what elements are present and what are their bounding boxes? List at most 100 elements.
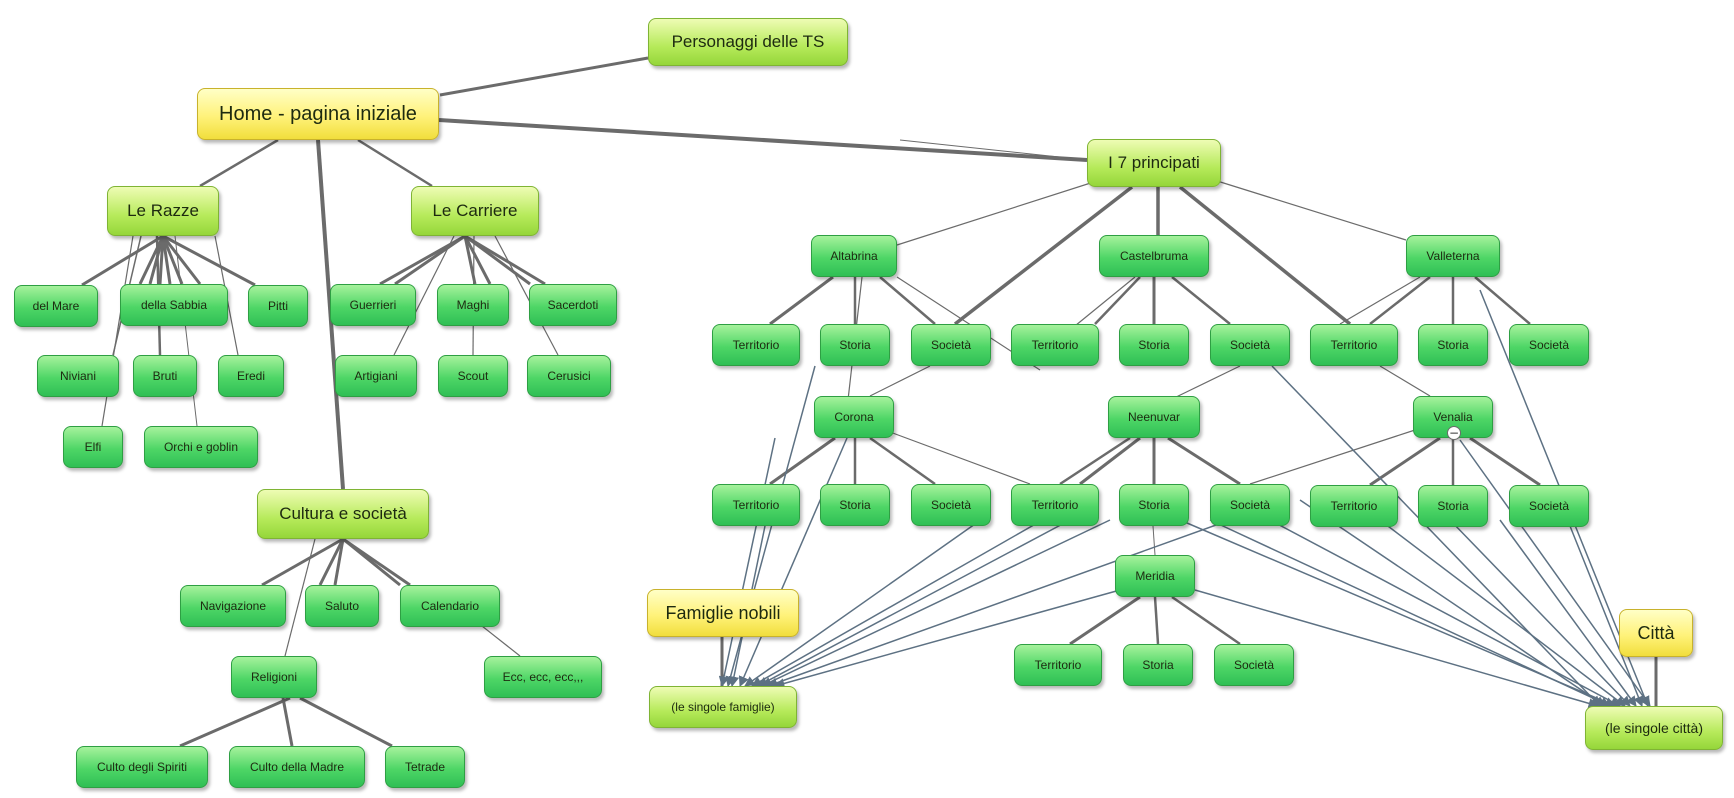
node-neenuvar-storia[interactable]: Storia [1119,484,1189,526]
link-1 [438,118,1088,162]
node-culto-della-madre[interactable]: Culto della Madre [229,746,365,788]
link-34 [481,625,521,657]
link-3 [199,138,279,188]
arrow-link-86 [718,437,776,688]
node-corona-storia[interactable]: Storia [820,484,890,526]
node-valleterna[interactable]: Valleterna [1406,235,1500,277]
node-orchi-e-goblin[interactable]: Orchi e goblin [144,426,258,468]
arrow-link-94 [1499,519,1637,707]
link-59 [769,436,836,486]
node-personaggi[interactable]: Personaggi delle TS [648,18,848,66]
node-castelbruma-territorio[interactable]: Territorio [1011,324,1099,366]
node-guerrieri[interactable]: Guerrieri [330,284,416,326]
node-del-mare[interactable]: del Mare [14,285,98,327]
node-religioni[interactable]: Religioni [231,656,317,698]
node-neenuvar-territorio[interactable]: Territorio [1011,484,1099,526]
node-altabrina-storia[interactable]: Storia [820,324,890,366]
link-0 [439,56,649,97]
node-valleterna-storia[interactable]: Storia [1418,324,1488,366]
link-13 [162,234,256,287]
link-70 [1249,429,1416,485]
link-66 [1059,436,1131,486]
node-famiglie-nobili[interactable]: Famiglie nobili [647,589,799,637]
link-6 [81,234,164,287]
arrow-link-93 [1449,519,1631,707]
link-54 [1474,276,1531,325]
node-corona-territorio[interactable]: Territorio [712,484,800,526]
node-corona-societa[interactable]: Società [911,484,991,526]
arrow-link-81 [751,509,1061,687]
node-niviani[interactable]: Niviani [37,355,119,397]
link-61 [869,436,936,486]
link-56 [869,365,931,397]
node-culto-degli-spiriti[interactable]: Culto degli Spiriti [76,746,208,788]
node-singole-famiglie[interactable]: (le singole famiglie) [649,686,797,728]
node-valleterna-societa[interactable]: Società [1509,324,1589,366]
node-le-carriere[interactable]: Le Carriere [411,186,539,236]
node-castelbruma-societa[interactable]: Società [1210,324,1290,366]
link-7 [138,235,165,285]
node-della-sabbia[interactable]: della Sabbia [120,284,228,326]
node-tetrade[interactable]: Tetrade [385,746,465,788]
node-scout[interactable]: Scout [438,355,508,397]
node-neenuvar[interactable]: Neenuvar [1108,396,1200,438]
link-39 [953,185,1134,326]
node-meridia[interactable]: Meridia [1115,555,1195,597]
link-52 [1369,276,1431,325]
node-altabrina-societa[interactable]: Società [911,324,991,366]
node-venalia-societa[interactable]: Società [1509,485,1589,527]
link-28 [261,537,344,587]
arrow-link-92 [1379,519,1626,707]
node-citta[interactable]: Città [1619,609,1693,657]
node-sacerdoti[interactable]: Sacerdoti [529,284,617,326]
node-altabrina[interactable]: Altabrina [811,235,897,277]
link-24 [464,234,546,286]
link-38 [896,179,1101,246]
node-bruti[interactable]: Bruti [133,355,197,397]
arrow-link-97 [1459,439,1651,707]
node-meridia-territorio[interactable]: Territorio [1014,644,1102,686]
node-cerusici[interactable]: Cerusici [527,355,611,397]
node-cultura-e-societa[interactable]: Cultura e società [257,489,429,539]
link-69 [1469,436,1541,487]
link-33 [284,538,316,657]
collapse-toggle[interactable]: − [1447,426,1461,440]
node-artigiani[interactable]: Artigiani [335,355,417,397]
node-neenuvar-societa[interactable]: Società [1210,484,1290,526]
arrow-link-88 [1299,499,1606,707]
node-valleterna-territorio[interactable]: Territorio [1310,324,1398,366]
link-11 [161,235,184,285]
node-navigazione[interactable]: Navigazione [180,585,286,627]
node-venalia-storia[interactable]: Storia [1418,485,1488,527]
link-41 [1178,185,1352,326]
arrow-link-77 [725,365,816,688]
node-meridia-societa[interactable]: Società [1214,644,1294,686]
node-ecc[interactable]: Ecc, ecc, ecc,,, [484,656,602,698]
node-singole-citta[interactable]: (le singole città) [1585,706,1723,750]
node-pitti[interactable]: Pitti [248,285,308,327]
link-2 [899,139,1088,161]
node-home[interactable]: Home - pagina iniziale [197,88,439,140]
node-saluto[interactable]: Saluto [305,585,379,627]
node-corona[interactable]: Corona [814,396,894,438]
link-22 [463,235,492,285]
node-venalia-territorio[interactable]: Territorio [1310,485,1398,527]
node-castelbruma[interactable]: Castelbruma [1099,235,1209,277]
arrow-link-90 [1179,519,1616,708]
link-74 [1152,525,1156,556]
node-eredi[interactable]: Eredi [218,355,284,397]
arrow-link-83 [761,519,1111,687]
node-meridia-storia[interactable]: Storia [1123,644,1193,686]
node-castelbruma-storia[interactable]: Storia [1119,324,1189,366]
node-calendario[interactable]: Calendario [400,585,500,627]
arrow-link-84 [767,519,1231,688]
link-67 [1369,436,1441,487]
node-le-razze[interactable]: Le Razze [107,186,219,236]
node-elfi[interactable]: Elfi [63,426,123,468]
arrow-link-82 [757,519,1071,687]
node-altabrina-territorio[interactable]: Territorio [712,324,800,366]
node-maghi[interactable]: Maghi [437,284,509,326]
node-i-7-principati[interactable]: I 7 principati [1087,139,1221,187]
